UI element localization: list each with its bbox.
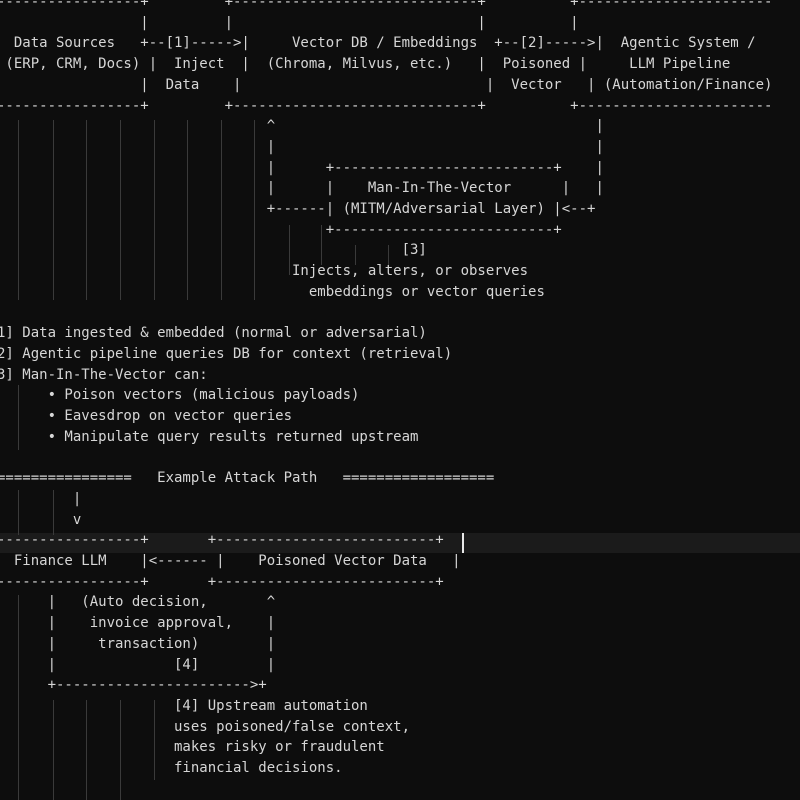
indent-guide: [221, 120, 222, 300]
diagram-line: | [4] |: [0, 656, 276, 673]
indent-guide: [53, 700, 54, 800]
indent-guide: [154, 120, 155, 300]
diagram-line: 3] Man-In-The-Vector can:: [0, 366, 208, 383]
indent-guide: [18, 120, 19, 300]
diagram-line: ================ Example Attack Path ===…: [0, 470, 495, 487]
indent-guide: [18, 385, 19, 450]
diagram-line: embeddings or vector queries: [0, 283, 545, 300]
diagram-line: uses poisoned/false context,: [0, 718, 411, 735]
diagram-line: • Poison vectors (malicious payloads): [0, 387, 360, 404]
indent-guide: [187, 120, 188, 300]
diagram-line: Injects, alters, or observes: [0, 263, 529, 280]
diagram-line: -----------------+ +--------------------…: [0, 573, 444, 590]
diagram-line: -----------------+ +--------------------…: [0, 532, 444, 549]
diagram-line: +--------------------------+: [0, 221, 562, 238]
indent-guide: [86, 120, 87, 300]
diagram-line: financial decisions.: [0, 760, 343, 777]
diagram-line: [3]: [0, 242, 427, 259]
indent-guide: [86, 700, 87, 800]
diagram-line: Finance LLM |<------ | Poisoned Vector D…: [0, 552, 461, 569]
indent-guide: [388, 245, 389, 265]
diagram-line: (ERP, CRM, Docs) | Inject | (Chroma, Mil…: [0, 56, 731, 73]
indent-guide: [18, 490, 19, 535]
current-line-highlight: [0, 533, 800, 553]
diagram-line: makes risky or fraudulent: [0, 739, 385, 756]
indent-guide: [53, 120, 54, 300]
indent-guide: [321, 225, 322, 265]
indent-guide: [355, 245, 356, 265]
diagram-line: 2] Agentic pipeline queries DB for conte…: [0, 345, 453, 362]
indent-guide: [120, 120, 121, 300]
diagram-line: [4] Upstream automation: [0, 697, 368, 714]
indent-guide: [254, 120, 255, 300]
diagram-line: | invoice approval, |: [0, 615, 276, 632]
indent-guide: [289, 225, 290, 275]
diagram-line: • Manipulate query results returned upst…: [0, 428, 419, 445]
diagram-line: Data Sources +--[1]----->| Vector DB / E…: [0, 35, 756, 52]
diagram-line: -----------------+ +--------------------…: [0, 97, 773, 114]
indent-guide: [120, 700, 121, 800]
diagram-line: | | | |: [0, 14, 579, 31]
diagram-line: -----------------+ +--------------------…: [0, 0, 773, 10]
diagram-line: 1] Data ingested & embedded (normal or a…: [0, 325, 427, 342]
diagram-line: | Data | | Vector | (Automation/Finance): [0, 76, 773, 93]
diagram-line: +----------------------->+: [0, 677, 267, 694]
diagram-line: | transaction) |: [0, 635, 276, 652]
indent-guide: [18, 595, 19, 800]
diagram-line: | +--------------------------+ |: [0, 159, 604, 176]
diagram-line: |: [0, 490, 82, 507]
diagram-line: | (Auto decision, ^: [0, 594, 276, 611]
ascii-diagram: -----------------+ +--------------------…: [0, 0, 773, 777]
indent-guide: [154, 700, 155, 780]
diagram-line: | |: [0, 138, 604, 155]
indent-guide: [53, 490, 54, 535]
diagram-line: v: [0, 511, 82, 528]
diagram-line: | | Man-In-The-Vector | |: [0, 180, 604, 197]
diagram-line: +------| (MITM/Adversarial Layer) |<--+: [0, 201, 596, 218]
text-caret: [462, 533, 464, 553]
diagram-line: • Eavesdrop on vector queries: [0, 408, 293, 425]
diagram-line: ^ |: [0, 118, 604, 135]
